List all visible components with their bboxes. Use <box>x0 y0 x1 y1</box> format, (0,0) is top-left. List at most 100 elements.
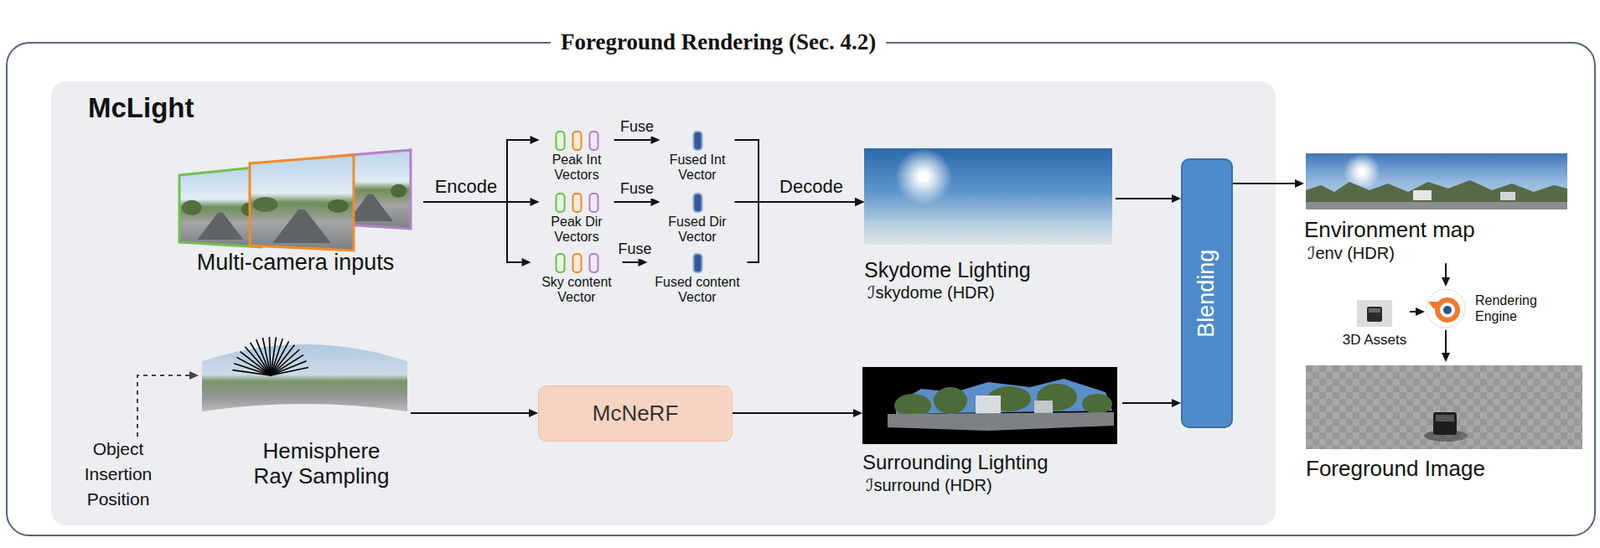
arrow-connector <box>622 258 648 267</box>
fused-vector: Fused Int Vector <box>660 130 736 183</box>
sample-ray <box>270 367 309 376</box>
vector-label: Peak Int Vectors <box>541 152 613 183</box>
connector-line <box>1115 197 1172 200</box>
vector-group: Peak Dir Vectors <box>539 192 615 245</box>
environment-map-image <box>1305 153 1568 210</box>
section-frame: Foreground Rendering (Sec. 4.2)McLightMu… <box>5 41 1596 537</box>
arrow-connector <box>1122 398 1181 408</box>
vector-group: Sky content Vector <box>531 253 623 306</box>
render-engine: Rendering Engine <box>1424 286 1559 331</box>
edge-label-holder: Decode <box>776 176 846 198</box>
connector-line <box>1409 310 1416 313</box>
arrowhead <box>1171 398 1181 408</box>
caption: Object Insertion Position <box>77 436 160 513</box>
thumb-ground <box>1356 300 1393 327</box>
asset-item: 3D Assets <box>1339 298 1410 349</box>
arrow-connector <box>1115 194 1181 203</box>
connector-line <box>1444 330 1447 353</box>
logo-ground <box>1426 289 1466 328</box>
connector-line <box>423 139 531 202</box>
arrow-connector <box>1409 307 1425 316</box>
tree <box>933 387 968 415</box>
edge-label: Fuse <box>617 180 657 199</box>
vector-bars <box>539 130 615 151</box>
edge-label-holder: Fuse <box>617 118 657 137</box>
arrowhead <box>854 197 865 207</box>
house <box>1413 190 1432 201</box>
connector-line <box>423 201 531 203</box>
edge-label-holder: Encode <box>432 176 501 198</box>
vector-bar <box>555 193 565 213</box>
edge-label: Encode <box>432 176 501 198</box>
vector-label: Sky content Vector <box>533 274 622 306</box>
vector-bar <box>572 131 581 151</box>
arrowhead <box>853 409 863 418</box>
skydome-image <box>864 148 1113 245</box>
arrow-connector <box>732 409 863 418</box>
vector-label: Fused content Vector <box>649 274 746 306</box>
vector-label: Fused Dir Vector <box>662 214 734 245</box>
section-heading: Foreground Rendering (Sec. 4.2) <box>550 27 886 57</box>
road <box>887 412 1114 431</box>
fused-vector-bar <box>660 192 736 213</box>
vector-bar <box>572 253 581 273</box>
connector-line <box>137 375 190 437</box>
car-body <box>1433 412 1457 435</box>
process-box: McNeRF <box>538 385 733 442</box>
arrow-connector <box>747 197 865 263</box>
vector-bar <box>589 193 598 213</box>
checker-ground <box>1305 365 1583 450</box>
vector-group: Peak Int Vectors <box>539 130 615 183</box>
math-label: ℐsurround (HDR) <box>865 475 1123 496</box>
car-window <box>1368 308 1381 313</box>
arrowhead <box>1415 307 1425 316</box>
vector-bar <box>555 253 565 273</box>
connector-line <box>732 412 854 415</box>
sample-ray <box>270 349 300 376</box>
arrowhead <box>651 135 661 145</box>
arrowhead <box>530 135 540 145</box>
sample-ray <box>262 337 271 376</box>
arrowhead <box>1441 277 1450 287</box>
arrowhead <box>1441 352 1450 363</box>
arrowhead <box>854 197 865 207</box>
vector-bar <box>589 131 598 151</box>
sample-ray <box>269 336 271 376</box>
connector-line <box>747 201 856 263</box>
house <box>1500 191 1516 201</box>
vector-label: Peak Dir Vectors <box>541 214 613 245</box>
caption: Environment map <box>1304 217 1573 244</box>
foreground-image <box>1305 365 1583 450</box>
connector-line <box>1444 263 1447 278</box>
arrow-connector <box>137 371 199 437</box>
tree <box>1082 393 1113 415</box>
surrounding-output: Surrounding Lightingℐsurround (HDR) <box>862 367 1123 496</box>
arrow-connector <box>1441 263 1450 287</box>
caption: Skydome Lighting <box>864 257 1116 283</box>
vector-bar <box>589 253 598 273</box>
arrow-connector <box>614 135 661 145</box>
caption: Multi-camera inputs <box>167 248 424 276</box>
arrow-connector <box>410 409 539 418</box>
tree <box>181 200 202 216</box>
caption: Hemisphere Ray Sampling <box>248 438 395 489</box>
sun-glow <box>895 148 953 206</box>
arrowhead <box>530 197 540 207</box>
vector-bar <box>693 253 702 273</box>
sample-ray <box>270 361 307 376</box>
insertion-position: Object Insertion Position <box>77 436 160 513</box>
edge-label-holder: Fuse <box>615 240 654 259</box>
sky <box>864 148 1113 245</box>
engine-logo <box>1424 287 1467 330</box>
building <box>975 395 1001 415</box>
module-title: McLight <box>88 91 194 125</box>
arrowhead <box>522 258 532 267</box>
arrow-connector <box>423 197 540 207</box>
connector-line <box>1122 402 1172 404</box>
vector-bars <box>531 253 623 274</box>
caption: 3D Assets <box>1339 331 1410 349</box>
arrow-connector <box>735 197 865 207</box>
hemisphere-sampling: Hemisphere Ray Sampling <box>198 331 411 489</box>
arrow-connector <box>423 135 540 202</box>
